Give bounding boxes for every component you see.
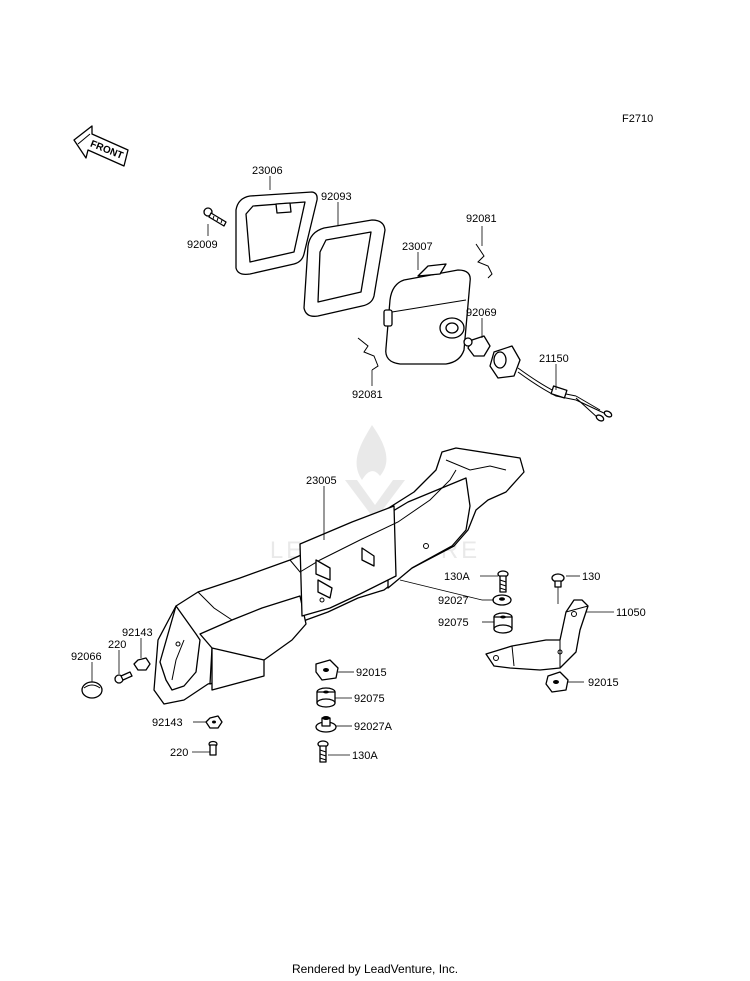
part-screw-92009: [203, 207, 227, 227]
callout-92015-left: 92015: [356, 667, 387, 679]
callout-92069: 92069: [466, 307, 497, 319]
callout-92015-right: 92015: [588, 677, 619, 689]
leader-lines: [91, 176, 614, 756]
part-nut-92143-upper: [133, 657, 151, 671]
part-grommet-92075-lower: [316, 687, 336, 708]
callout-23005: 23005: [306, 475, 337, 487]
part-headlight-rim-23006: [235, 191, 318, 276]
part-socket-harness-21150: [489, 345, 613, 422]
part-gasket-92093: [303, 219, 386, 317]
part-bolt-130a-upper: [497, 570, 509, 593]
callout-92027: 92027: [438, 595, 469, 607]
watermark-flame-icon: [356, 425, 387, 480]
part-washer-92027: [492, 594, 512, 606]
footer-credit: Rendered by LeadVenture, Inc.: [291, 962, 459, 976]
part-grommet-92075-upper: [493, 612, 513, 634]
part-bolt-130: [551, 573, 565, 588]
callout-92093: 92093: [321, 191, 352, 203]
callout-220-lower: 220: [170, 747, 188, 759]
part-cap-92066: [81, 681, 103, 699]
callout-23006: 23006: [252, 165, 283, 177]
part-clip-92081-lower: [357, 337, 379, 371]
front-arrow: FRONT: [73, 125, 129, 167]
callout-23007: 23007: [402, 241, 433, 253]
part-headlight-body-23007: [383, 263, 471, 365]
callout-92081-upper: 92081: [466, 213, 497, 225]
callouts: 23006 92009 92093 92081 23007 92069 2115…: [71, 165, 646, 762]
callout-92075-lower: 92075: [354, 693, 385, 705]
watermark-v-icon: [345, 480, 405, 520]
callout-92143-lower: 92143: [152, 717, 183, 729]
part-nut-92015-left: [315, 659, 339, 681]
callout-92066: 92066: [71, 651, 102, 663]
part-bolt-130a-lower: [317, 740, 329, 763]
part-nut-92143-lower: [205, 715, 223, 729]
callout-220-upper: 220: [108, 639, 126, 651]
callout-130a-upper: 130A: [444, 571, 470, 583]
part-clip-92081-upper: [475, 243, 493, 279]
part-headlight-cover-23005: [153, 447, 525, 705]
part-bracket-11050: [485, 586, 589, 671]
figure-code: F2710: [622, 113, 653, 125]
callout-92081-lower: 92081: [352, 389, 383, 401]
callout-21150: 21150: [539, 353, 569, 365]
callout-130a-lower: 130A: [352, 750, 378, 762]
callout-11050: 11050: [616, 607, 646, 619]
part-screw-220-upper: [114, 671, 133, 684]
callout-92143-upper: 92143: [122, 627, 153, 639]
part-washer-92027a: [315, 716, 337, 733]
callout-92009-screw: 92009: [187, 239, 218, 251]
callout-92027a: 92027A: [354, 721, 393, 733]
callout-92075-upper: 92075: [438, 617, 469, 629]
part-nut-92015-right: [545, 671, 569, 693]
callout-130: 130: [582, 571, 600, 583]
part-bulb-92069: [463, 335, 491, 357]
part-screw-220-lower: [208, 740, 218, 756]
